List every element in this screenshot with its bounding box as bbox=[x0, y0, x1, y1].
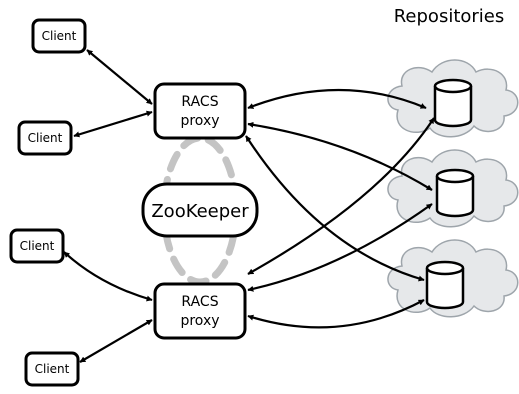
client-node-4: Client bbox=[24, 351, 80, 387]
client-label: Client bbox=[20, 239, 55, 253]
client-label: Client bbox=[35, 362, 70, 376]
proxy-label-line2: proxy bbox=[180, 113, 219, 129]
edge-client1-proxy1 bbox=[86, 49, 153, 105]
racs-proxy-node-1: RACS proxy bbox=[153, 82, 247, 140]
zookeeper-node: ZooKeeper bbox=[141, 182, 259, 238]
repositories-title: Repositories bbox=[394, 6, 505, 27]
client-label: Client bbox=[42, 29, 77, 43]
database-icon bbox=[433, 78, 473, 128]
proxy-label-line1: RACS bbox=[181, 94, 218, 110]
client-label: Client bbox=[28, 131, 63, 145]
edge-client2-proxy1 bbox=[73, 110, 153, 138]
edge-client3-proxy2 bbox=[63, 251, 153, 302]
client-node-2: Client bbox=[17, 120, 73, 156]
racs-proxy-node-2: RACS proxy bbox=[153, 282, 247, 340]
proxy-label-line2: proxy bbox=[180, 313, 219, 329]
database-icon bbox=[425, 260, 465, 310]
edge-proxy2-repo3 bbox=[247, 299, 425, 329]
database-icon bbox=[435, 168, 475, 218]
client-node-3: Client bbox=[9, 228, 65, 264]
client-node-1: Client bbox=[31, 18, 87, 54]
edge-proxy1-repo1 bbox=[247, 88, 427, 110]
edge-client4-proxy2 bbox=[79, 319, 153, 363]
zookeeper-label: ZooKeeper bbox=[151, 201, 249, 222]
connections bbox=[63, 49, 435, 363]
proxy-label-line1: RACS bbox=[181, 294, 218, 310]
edge-proxy2-repo2 bbox=[247, 203, 433, 292]
